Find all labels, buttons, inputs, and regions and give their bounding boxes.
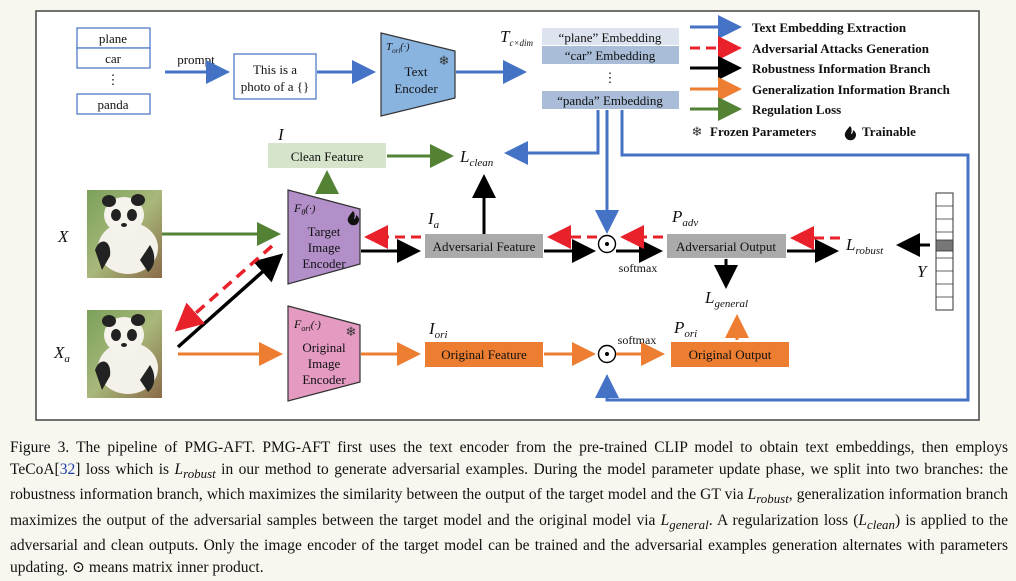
original-feature: Iori Original Feature — [425, 319, 543, 367]
svg-text:Ia: Ia — [427, 209, 440, 231]
pipeline-diagram: plane car ⋮ panda prompt This is a photo… — [35, 10, 980, 421]
svg-text:Original Feature: Original Feature — [441, 347, 527, 362]
prompt-label: prompt — [177, 52, 215, 67]
svg-text:I: I — [277, 125, 285, 144]
y-label: Y — [917, 262, 928, 281]
svg-text:Target: Target — [308, 224, 341, 239]
svg-text:Encoder: Encoder — [394, 81, 438, 96]
softmax-label: softmax — [619, 261, 658, 275]
legend-item: Generalization Information Branch — [752, 82, 951, 97]
original-output: Pori Original Output — [671, 318, 789, 367]
svg-text:Original: Original — [302, 340, 346, 355]
legend-trainable-label: Trainable — [862, 124, 916, 139]
xa-label: Xa — [53, 343, 70, 365]
l-clean-label: Lclean — [459, 147, 494, 169]
legend-frozen-label: Frozen Parameters — [710, 124, 816, 139]
embedding-item: “panda” Embedding — [557, 93, 663, 108]
svg-text:Fori(·): Fori(·) — [293, 317, 321, 333]
svg-text:Adversarial Output: Adversarial Output — [676, 239, 776, 254]
legend-item: Robustness Information Branch — [752, 61, 931, 76]
inner-product-operator — [597, 234, 617, 254]
inner-product-operator — [597, 344, 617, 364]
frozen-icon: ❄ — [692, 124, 703, 139]
legend-item: Text Embedding Extraction — [752, 20, 907, 35]
l-general-label: Lgeneral — [704, 288, 748, 310]
original-image-encoder: Fori(·) Original Image Encoder ❄ — [287, 305, 361, 402]
figure-caption: Figure 3. The pipeline of PMG-AFT. PMG-A… — [10, 439, 1008, 576]
svg-text:Fθ(·): Fθ(·) — [293, 201, 316, 217]
svg-text:Encoder: Encoder — [302, 256, 346, 271]
prompt-template-box: This is a photo of a {} — [233, 53, 317, 100]
class-item: plane — [99, 31, 127, 46]
svg-text:Iori: Iori — [428, 319, 448, 341]
svg-text:Pori: Pori — [673, 318, 697, 340]
svg-text:Clean Feature: Clean Feature — [291, 149, 364, 164]
l-robust-label: Lrobust — [845, 235, 884, 257]
adversarial-panda-image — [87, 310, 162, 398]
frozen-icon: ❄ — [439, 53, 450, 68]
svg-text:Adversarial Feature: Adversarial Feature — [433, 239, 536, 254]
svg-text:This is a: This is a — [253, 62, 297, 77]
adversarial-feature: Ia Adversarial Feature — [425, 209, 543, 258]
svg-text:Image: Image — [308, 240, 341, 255]
frozen-icon: ❄ — [346, 324, 357, 339]
clean-feature: I Clean Feature — [268, 125, 386, 168]
softmax-label: softmax — [618, 333, 657, 347]
svg-text:Encoder: Encoder — [302, 372, 346, 387]
legend: Text Embedding Extraction Adversarial At… — [690, 15, 951, 141]
class-item: panda — [97, 97, 128, 112]
text-encoder: Tori(·) Text Encoder ❄ — [380, 32, 456, 117]
svg-text:Text: Text — [405, 64, 428, 79]
svg-text:photo of a {}: photo of a {} — [241, 79, 309, 94]
clean-panda-image — [87, 190, 162, 278]
svg-text:Tori(·): Tori(·) — [386, 41, 410, 55]
svg-text:Original Output: Original Output — [689, 347, 772, 362]
flame-icon — [844, 126, 857, 141]
legend-item: Regulation Loss — [752, 102, 841, 117]
svg-text:Image: Image — [308, 356, 341, 371]
ground-truth-vector — [935, 192, 954, 311]
embedding-item: ⋮ — [604, 70, 617, 85]
svg-text:Padv: Padv — [671, 207, 698, 229]
svg-text:Tc×dim: Tc×dim — [500, 27, 534, 48]
embedding-item: “plane” Embedding — [559, 30, 662, 45]
embedding-item: “car” Embedding — [565, 48, 656, 63]
class-item: ⋮ — [107, 72, 120, 87]
class-item: car — [105, 51, 122, 66]
target-image-encoder: Fθ(·) Target Image Encoder — [287, 189, 361, 285]
class-list: plane car ⋮ panda — [76, 27, 151, 115]
x-label: X — [57, 227, 69, 246]
text-embeddings: Tc×dim “plane” Embedding “car” Embedding… — [500, 27, 679, 109]
flame-icon — [347, 211, 360, 226]
adversarial-output: Padv Adversarial Output — [667, 207, 786, 258]
legend-item: Adversarial Attacks Generation — [752, 41, 930, 56]
